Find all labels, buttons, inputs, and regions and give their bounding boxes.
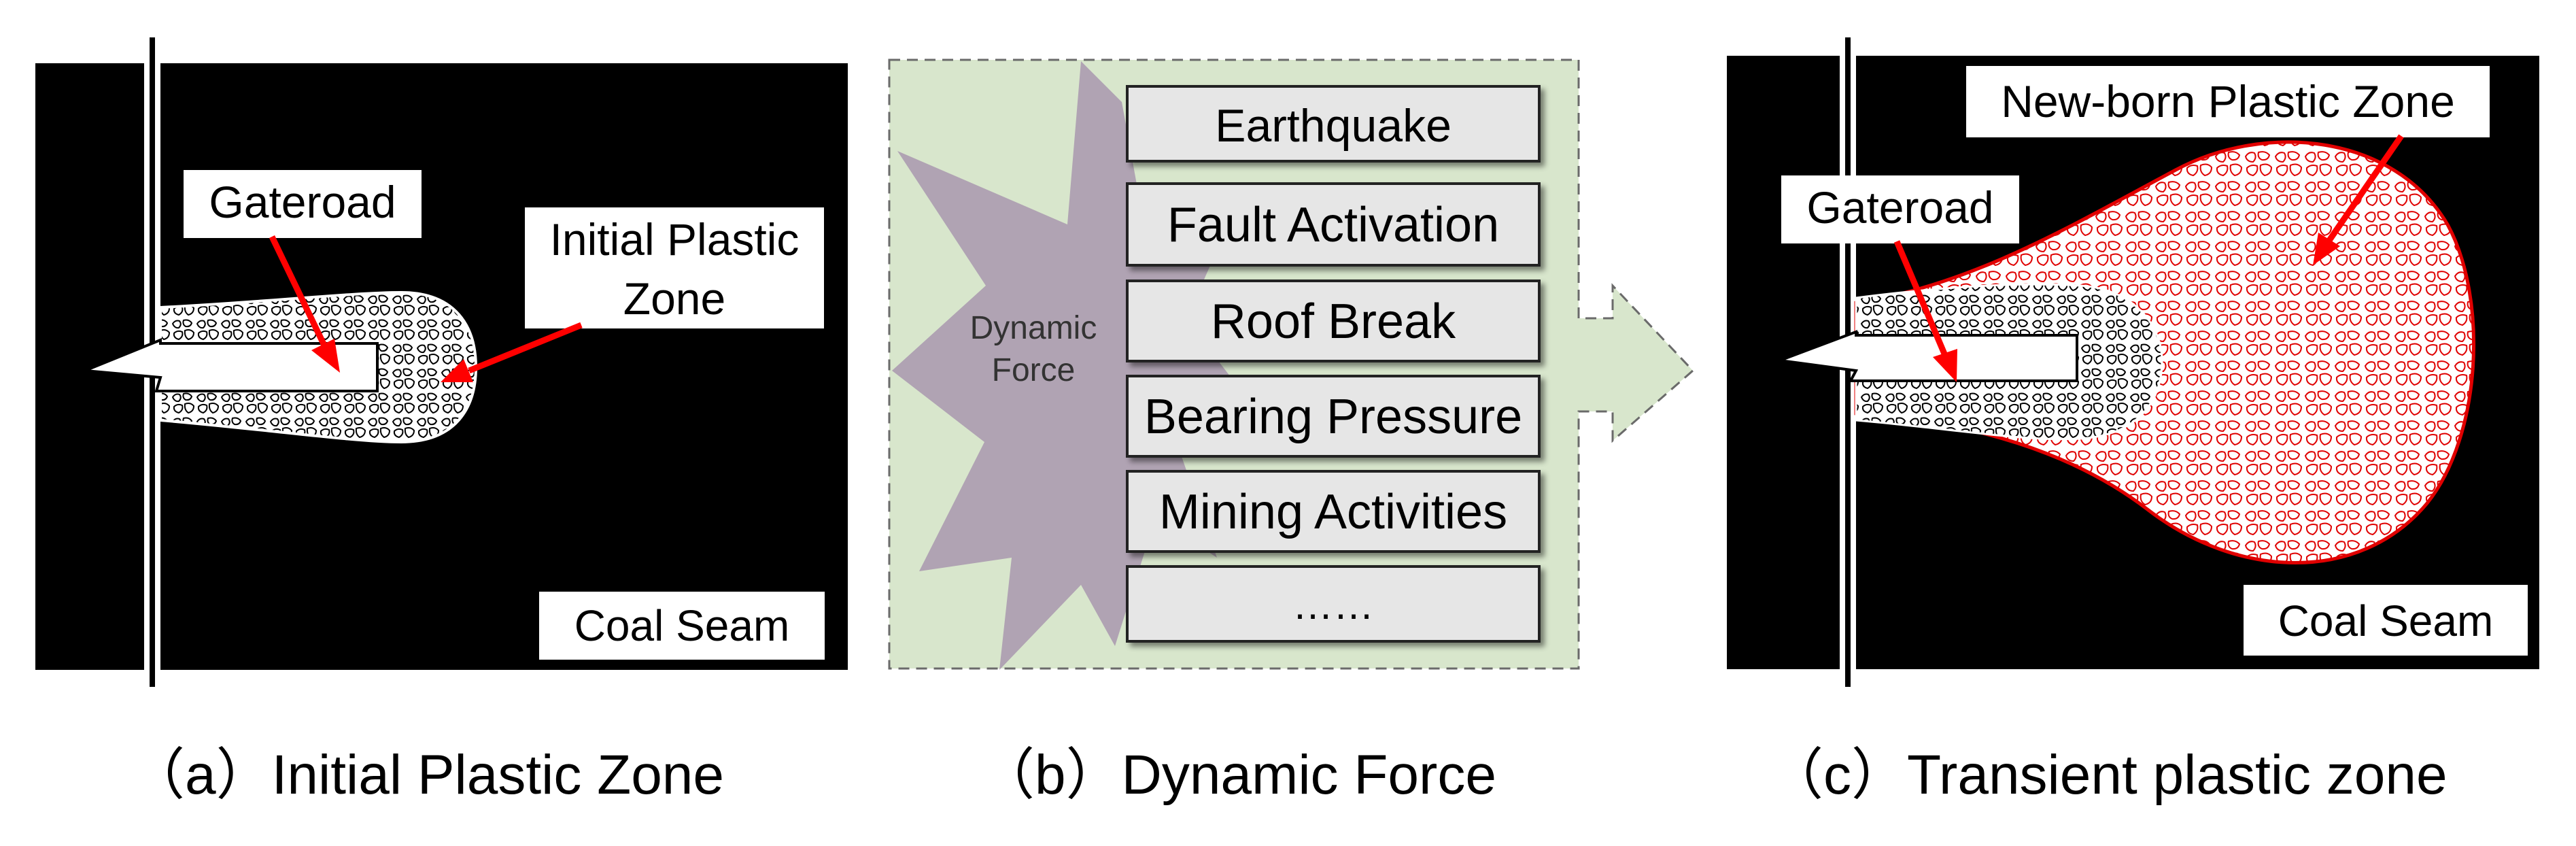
panel-a: Gateroad Initial Plastic Zone Coal Seam xyxy=(35,37,848,687)
svg-text:Earthquake: Earthquake xyxy=(1215,100,1452,152)
newborn-zone-arrow xyxy=(2326,134,2404,243)
factor-list: Earthquake Fault Activation Roof Break B… xyxy=(1126,85,1541,643)
coal-seam-label-box-a xyxy=(539,592,825,660)
coal-seam-label-box-c xyxy=(2244,585,2528,656)
gateroad-arrowhead-a xyxy=(311,339,340,373)
gateroad-label-c: Gateroad xyxy=(1806,182,1993,233)
gateroad-label-a: Gateroad xyxy=(209,177,396,227)
svg-text:Fault Activation: Fault Activation xyxy=(1167,198,1499,252)
gateroad-opening-a xyxy=(84,338,379,392)
gateroad-arrow-a xyxy=(269,235,328,348)
plastic-zone-arrow-a xyxy=(468,322,583,374)
caption-a: （a）Initial Plastic Zone xyxy=(129,744,725,806)
svg-text:Roof Break: Roof Break xyxy=(1211,294,1456,349)
plastic-zone-label-line2-a: Zone xyxy=(623,273,725,324)
newborn-zone-arrowhead xyxy=(2313,233,2340,265)
factor-earthquake: Earthquake xyxy=(1126,85,1541,163)
plastic-zone-label-line1-a: Initial Plastic xyxy=(550,214,800,265)
coal-seam-label-c: Coal Seam xyxy=(2278,596,2494,645)
panel-c: Gateroad New-born Plastic Zone Coal Seam xyxy=(1727,37,2539,687)
newborn-zone-label: New-born Plastic Zone xyxy=(2001,76,2455,126)
gateroad-label-box-c xyxy=(1781,175,2019,243)
plastic-zone-label-box-a xyxy=(525,207,824,328)
gateroad-label-box-a xyxy=(184,170,422,238)
caption-c: （c）Transient plastic zone xyxy=(1768,744,2448,806)
factor-mining-activities: Mining Activities xyxy=(1126,470,1541,553)
gateroad-arrowhead-c xyxy=(1933,349,1957,382)
svg-text:Mining Activities: Mining Activities xyxy=(1159,485,1507,539)
caption-b: （b）Dynamic Force xyxy=(979,744,1496,806)
factor-roof-break: Roof Break xyxy=(1126,280,1541,362)
factor-bearing-pressure: Bearing Pressure xyxy=(1126,375,1541,458)
coal-seam-label-a: Coal Seam xyxy=(574,601,790,650)
burst-label-line1: Dynamic xyxy=(970,310,1097,346)
gateroad-opening-c xyxy=(1779,330,2078,382)
gateroad-arrow-c xyxy=(1893,240,1949,358)
panel-b: Dynamic Force Earthquake Fault Activatio… xyxy=(888,58,1695,670)
svg-text:Bearing Pressure: Bearing Pressure xyxy=(1144,390,1522,444)
svg-text:……: …… xyxy=(1292,582,1374,628)
burst-star-icon xyxy=(892,61,1244,670)
newborn-label-box xyxy=(1966,66,2490,137)
factor-ellipsis: …… xyxy=(1126,565,1541,643)
plastic-zone-arrowhead-a xyxy=(441,359,473,382)
burst-label-line2: Force xyxy=(992,352,1076,388)
factor-fault-activation: Fault Activation xyxy=(1126,182,1541,267)
